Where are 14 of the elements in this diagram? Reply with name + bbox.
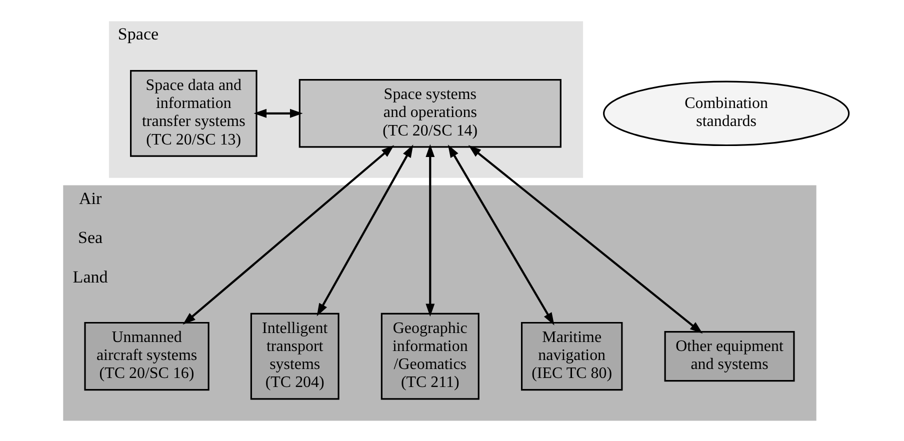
node-box: Unmanned aircraft systems (TC 20/SC 16) xyxy=(84,321,210,390)
arrow xyxy=(468,144,703,334)
node-ellipse: Combination standards xyxy=(603,80,850,146)
node-box: Intelligent transport systems (TC 204) xyxy=(250,312,340,400)
arrow xyxy=(316,144,414,316)
node-box: Space systems and operations (TC 20/SC 14) xyxy=(298,78,562,148)
arrow xyxy=(254,108,303,118)
arrow xyxy=(426,144,435,316)
node-box: Space data and information transfer systems (TC 20/SC 13) xyxy=(130,70,258,156)
node-box: Other equipment and systems xyxy=(664,330,795,382)
node-box: Maritime navigation (IEC TC 80) xyxy=(520,321,623,390)
arrow xyxy=(448,144,554,325)
arrow xyxy=(182,144,394,324)
node-box: Geographic information /Geomatics (TC 211) xyxy=(380,312,480,400)
